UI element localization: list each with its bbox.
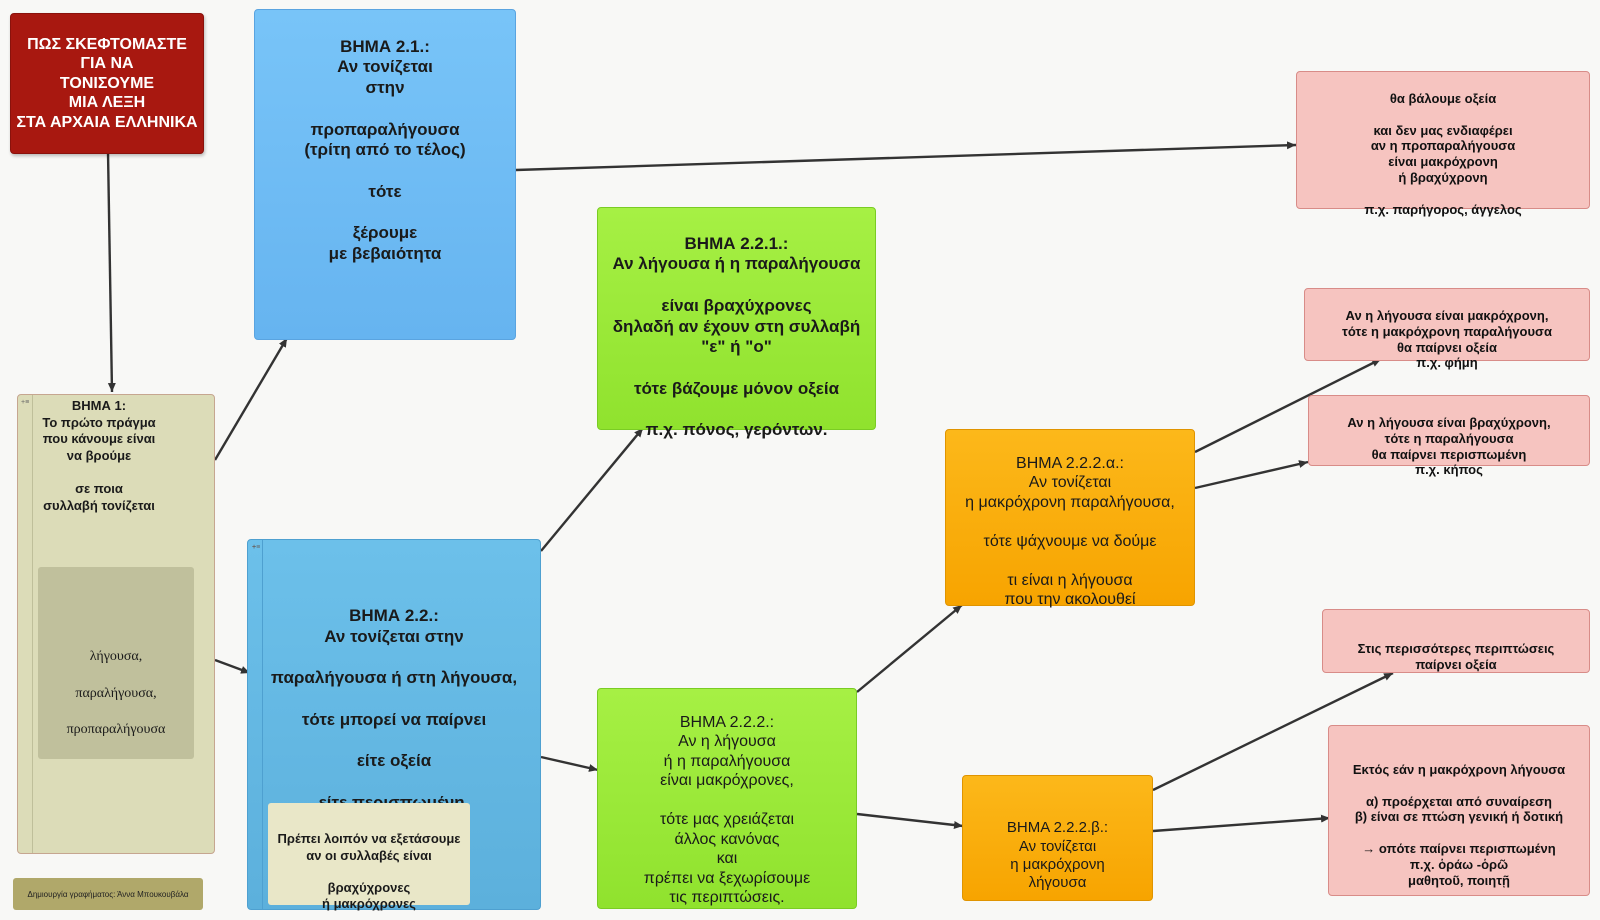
author-credit: Δημιουργία γραφήματος: Άννα Μπουκουβάλα <box>13 878 203 910</box>
arrow-step1-to-step2-1 <box>213 337 289 461</box>
step2-2-2-b-node[interactable]: ΒΗΜΑ 2.2.2.β.: Αν τονίζεται η μακρόχρονη… <box>962 775 1153 901</box>
collapse-toggle[interactable]: +≡ <box>21 399 30 406</box>
step2-2-text: ΒΗΜΑ 2.2.: Αν τονίζεται στην παραλήγουσα… <box>270 606 518 812</box>
step2-1-node[interactable]: ΒΗΜΑ 2.1.: Αν τονίζεται στην προπαραλήγο… <box>254 9 516 340</box>
arrow-b-to-result-b2 <box>1152 814 1331 833</box>
title-node[interactable]: ΠΩΣ ΣΚΕΦΤΟΜΑΣΤΕ ΓΙΑ ΝΑ ΤΟΝΙΣΟΥΜΕ ΜΙΑ ΛΕΞ… <box>10 13 204 154</box>
result-a2-text: Αν η λήγουσα είναι βραχύχρονη, τότε η πα… <box>1347 414 1551 478</box>
step2-2-node[interactable]: +≡ ΒΗΜΑ 2.2.: Αν τονίζεται στην παραλήγο… <box>247 539 541 911</box>
step2-2-2-a-node[interactable]: ΒΗΜΑ 2.2.2.α.: Αν τονίζεται η μακρόχρονη… <box>945 429 1195 609</box>
result-oxeia-text: θα βάλουμε οξεία και δεν μας ενδιαφέρει … <box>1364 90 1522 217</box>
result-b2-node[interactable]: Εκτός εάν η μακρόχρονη λήγουσα α) προέρχ… <box>1328 725 1590 896</box>
result-b1-node[interactable]: Στις περισσότερες περιπτώσεις παίρνει οξ… <box>1322 609 1590 673</box>
result-b1-text: Στις περισσότερες περιπτώσεις παίρνει οξ… <box>1357 640 1555 672</box>
arrow-step2-2-2-to-a <box>856 604 963 693</box>
arrow-a-to-result-a2 <box>1194 460 1309 490</box>
arrow-step2-2-to-step2-2-1 <box>540 427 644 552</box>
author-credit-text: Δημιουργία γραφήματος: Άννα Μπουκουβάλα <box>27 889 189 899</box>
step2-2-note-box: Πρέπει λοιπόν να εξετάσουμε αν οι συλλαβ… <box>268 803 470 911</box>
step2-2-2-node[interactable]: ΒΗΜΑ 2.2.2.: Αν η λήγουσα ή η παραλήγουσ… <box>597 688 857 909</box>
arrow-step2-2-2-to-b <box>856 812 964 829</box>
step2-2-note-text: Πρέπει λοιπόν να εξετάσουμε αν οι συλλαβ… <box>277 831 461 912</box>
arrow-step2-1-to-result <box>515 141 1297 172</box>
step2-2-1-text: ΒΗΜΑ 2.2.1.: Αν λήγουσα ή η παραλήγουσα … <box>612 233 861 440</box>
arrow-step1-to-step2-2 <box>214 658 251 675</box>
result-b2-text: Εκτός εάν η μακρόχρονη λήγουσα α) προέρχ… <box>1352 761 1566 888</box>
arrow-step2-2-to-step2-2-2 <box>540 755 599 772</box>
step2-1-text: ΒΗΜΑ 2.1.: Αν τονίζεται στην προπαραλήγο… <box>304 36 466 264</box>
step2-2-1-node[interactable]: ΒΗΜΑ 2.2.1.: Αν λήγουσα ή η παραλήγουσα … <box>597 207 876 439</box>
step1-syllables-text: λήγουσα, παραλήγουσα, προπαραλήγουσα <box>66 649 166 738</box>
result-a1-node[interactable]: Αν η λήγουσα είναι μακρόχρονη, τότε η μα… <box>1304 288 1590 370</box>
result-a1-text: Αν η λήγουσα είναι μακρόχρονη, τότε η μα… <box>1342 307 1552 371</box>
title-text: ΠΩΣ ΣΚΕΦΤΟΜΑΣΤΕ ΓΙΑ ΝΑ ΤΟΝΙΣΟΥΜΕ ΜΙΑ ΛΕΞ… <box>16 35 198 131</box>
step1-node[interactable]: +≡ ΒΗΜΑ 1: Το πρώτο πράγμα που κάνουμε ε… <box>17 394 215 854</box>
result-a2-node[interactable]: Αν η λήγουσα είναι βραχύχρονη, τότε η πα… <box>1308 395 1590 477</box>
arrow-b-to-result-b1 <box>1152 671 1394 792</box>
result-oxeia-node[interactable]: θα βάλουμε οξεία και δεν μας ενδιαφέρει … <box>1296 71 1590 217</box>
step2-2-2-a-text: ΒΗΜΑ 2.2.2.α.: Αν τονίζεται η μακρόχρονη… <box>965 454 1175 609</box>
step2-2-2-b-text: ΒΗΜΑ 2.2.2.β.: Αν τονίζεται η μακρόχρονη… <box>1006 819 1109 892</box>
step1-text: ΒΗΜΑ 1: Το πρώτο πράγμα που κάνουμε είνα… <box>42 398 156 513</box>
step1-divider <box>32 395 33 853</box>
step1-syllables-box: λήγουσα, παραλήγουσα, προπαραλήγουσα <box>38 567 194 759</box>
step2-2-2-text: ΒΗΜΑ 2.2.2.: Αν η λήγουσα ή η παραλήγουσ… <box>643 713 811 907</box>
arrow-a-to-result-a1 <box>1194 357 1382 454</box>
step2-2-divider <box>262 540 263 909</box>
collapse-toggle[interactable]: +≡ <box>252 544 261 551</box>
arrow-title-to-step1 <box>106 151 116 393</box>
